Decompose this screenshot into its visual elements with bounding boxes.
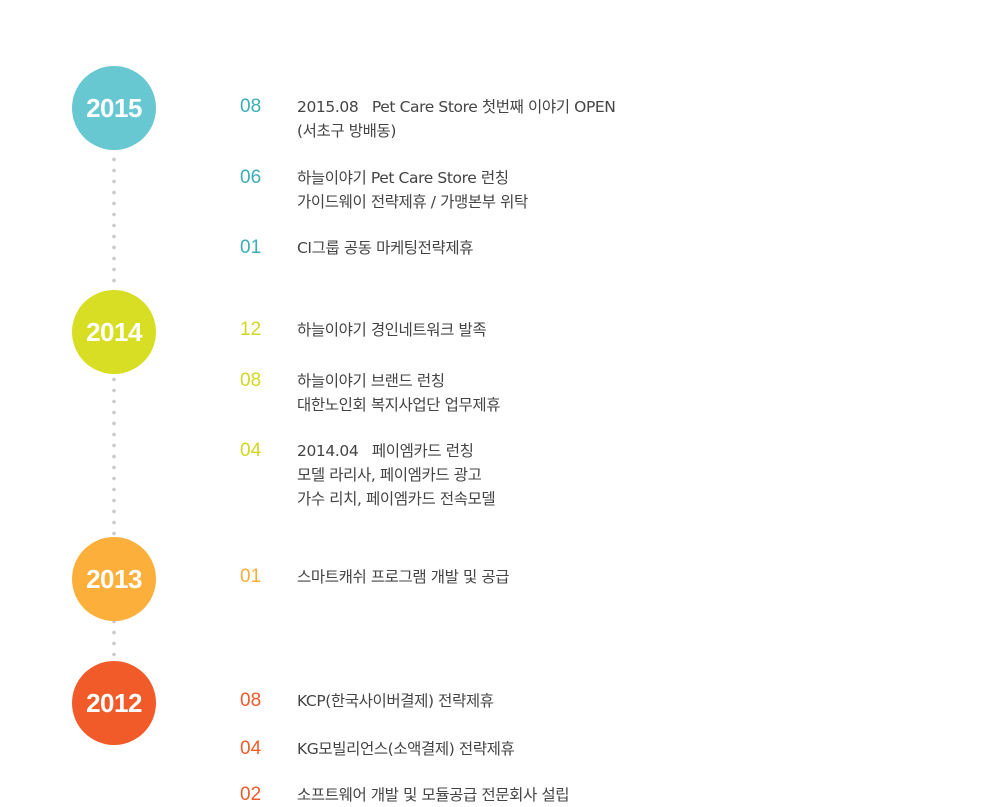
- entry-month: 02: [240, 784, 262, 805]
- entry-line: 대한노인회 복지사업단 업무제휴: [297, 396, 501, 414]
- entry-month: 08: [240, 96, 262, 117]
- year-badge-2015: 2015: [72, 66, 156, 150]
- year-badge-2014: 2014: [72, 290, 156, 374]
- entry-line: 2015.08 Pet Care Store 첫번째 이야기 OPEN: [297, 98, 616, 116]
- entry-line: CI그룹 공동 마케팅전략제휴: [297, 239, 474, 257]
- entry-description: KCP(한국사이버결제) 전략제휴: [297, 689, 494, 713]
- entry-description: CI그룹 공동 마케팅전략제휴: [297, 236, 474, 260]
- timeline-entry: 08 2015.08 Pet Care Store 첫번째 이야기 OPEN (서초…: [240, 95, 616, 143]
- entry-description: 2015.08 Pet Care Store 첫번째 이야기 OPEN (서초구 …: [297, 95, 616, 143]
- entry-description: 소프트웨어 개발 및 모듈공급 전문회사 설립: [297, 783, 570, 807]
- entry-month: 06: [240, 167, 262, 188]
- entry-line: 하늘이야기 Pet Care Store 런칭: [297, 169, 509, 187]
- entry-month: 04: [240, 738, 262, 759]
- year-badge-2013: 2013: [72, 537, 156, 621]
- entry-line: 하늘이야기 경인네트워크 발족: [297, 321, 487, 339]
- entry-line: 소프트웨어 개발 및 모듈공급 전문회사 설립: [297, 786, 570, 804]
- entry-description: KG모빌리언스(소액결제) 전략제휴: [297, 737, 515, 761]
- timeline-entry: 08 KCP(한국사이버결제) 전략제휴: [240, 689, 494, 713]
- entry-description: 스마트캐쉬 프로그램 개발 및 공급: [297, 565, 510, 589]
- entry-month: 08: [240, 370, 262, 391]
- entry-line: 가수 리치, 페이엠카드 전속모델: [297, 490, 496, 508]
- timeline-entry: 04 KG모빌리언스(소액결제) 전략제휴: [240, 737, 515, 761]
- timeline-dotted-line: [112, 110, 116, 705]
- entry-description: 하늘이야기 경인네트워크 발족: [297, 318, 487, 342]
- entry-month: 12: [240, 319, 262, 340]
- entry-line: 스마트캐쉬 프로그램 개발 및 공급: [297, 568, 510, 586]
- entry-line: KG모빌리언스(소액결제) 전략제휴: [297, 740, 515, 758]
- entry-line: (서초구 방배동): [297, 122, 396, 140]
- entry-month: 01: [240, 237, 262, 258]
- entry-line: KCP(한국사이버결제) 전략제휴: [297, 692, 494, 710]
- timeline-entry: 01 스마트캐쉬 프로그램 개발 및 공급: [240, 565, 510, 589]
- entry-month: 01: [240, 566, 262, 587]
- entry-month: 04: [240, 440, 262, 461]
- timeline-entry: 12 하늘이야기 경인네트워크 발족: [240, 318, 487, 342]
- timeline-entry: 02 소프트웨어 개발 및 모듈공급 전문회사 설립: [240, 783, 570, 807]
- entry-line: 하늘이야기 브랜드 런칭: [297, 372, 445, 390]
- year-badge-2012: 2012: [72, 661, 156, 745]
- entry-line: 모델 라리사, 페이엠카드 광고: [297, 466, 482, 484]
- entry-month: 08: [240, 690, 262, 711]
- entry-line: 2014.04 페이엠카드 런칭: [297, 442, 474, 460]
- entry-line: 가이드웨이 전략제휴 / 가맹본부 위탁: [297, 193, 528, 211]
- timeline-entry: 01 CI그룹 공동 마케팅전략제휴: [240, 236, 474, 260]
